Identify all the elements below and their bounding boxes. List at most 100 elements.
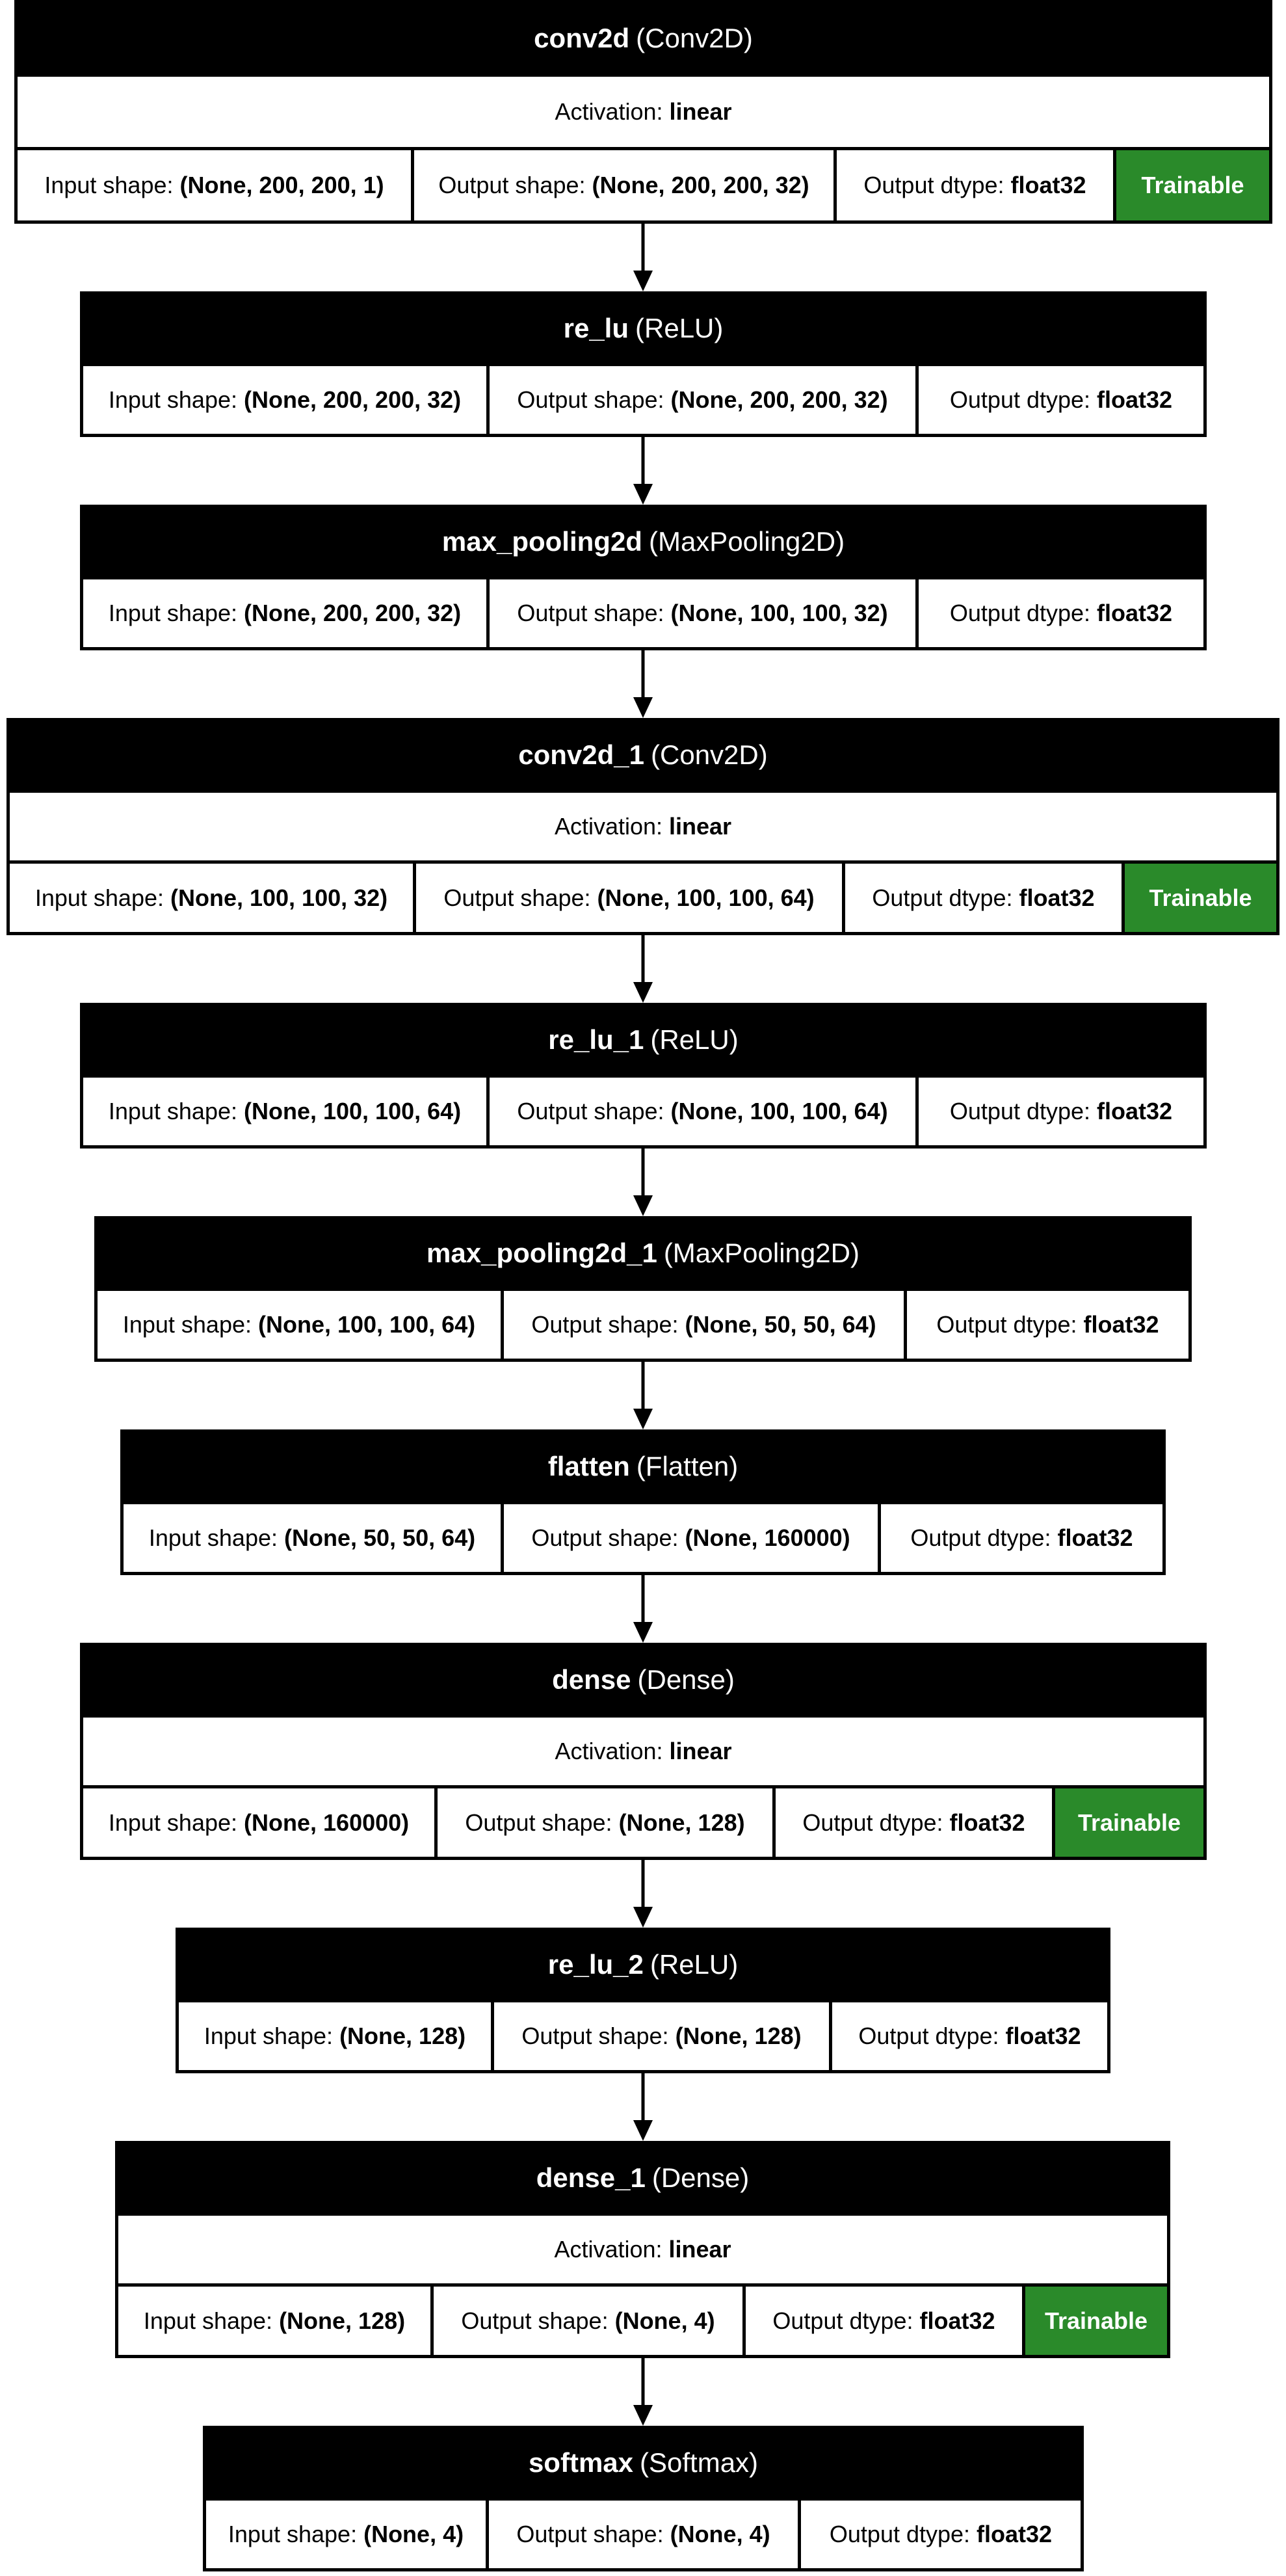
- layer-node-max-pooling2d-1[interactable]: max_pooling2d_1(MaxPooling2D)Input shape…: [94, 1216, 1192, 1362]
- layer-header: dense(Dense): [83, 1646, 1203, 1714]
- activation-label: Activation:: [555, 98, 663, 125]
- output-dtype-cell-label: Output dtype:: [949, 1097, 1091, 1124]
- output-dtype-cell-label: Output dtype:: [863, 172, 1004, 198]
- output-shape-cell-label: Output shape:: [521, 2022, 669, 2049]
- shape-row: Input shape:(None, 200, 200, 32)Output s…: [83, 576, 1203, 647]
- input-shape-cell-value: (None, 128): [279, 2307, 406, 2334]
- output-shape-cell: Output shape:(None, 128): [494, 2002, 832, 2070]
- activation-label: Activation:: [554, 2235, 663, 2263]
- input-shape-cell-label: Input shape:: [34, 884, 164, 911]
- output-shape-cell-label: Output shape:: [516, 2520, 664, 2547]
- input-shape-cell-label: Input shape:: [228, 2520, 358, 2547]
- output-dtype-cell-label: Output dtype:: [936, 1310, 1077, 1338]
- layer-header: max_pooling2d(MaxPooling2D): [83, 508, 1203, 576]
- output-dtype-cell-value: float32: [1097, 599, 1173, 626]
- layer-header: max_pooling2d_1(MaxPooling2D): [98, 1219, 1188, 1288]
- output-shape-cell-value: (None, 128): [618, 1809, 745, 1836]
- input-shape-cell-value: (None, 200, 200, 32): [244, 386, 462, 413]
- layer-node-re-lu-2[interactable]: re_lu_2(ReLU)Input shape:(None, 128)Outp…: [176, 1928, 1110, 2073]
- shape-row: Input shape:(None, 128)Output shape:(Non…: [179, 1998, 1107, 2070]
- arrow-head: [633, 1907, 653, 1928]
- output-dtype-cell-value: float32: [1019, 884, 1095, 911]
- output-shape-cell-label: Output shape:: [531, 1524, 679, 1551]
- layer-node-max-pooling2d[interactable]: max_pooling2d(MaxPooling2D)Input shape:(…: [80, 505, 1207, 650]
- input-shape-cell-label: Input shape:: [143, 2307, 273, 2334]
- layer-header: re_lu_2(ReLU): [179, 1931, 1107, 1999]
- layer-header: dense_1(Dense): [118, 2144, 1167, 2212]
- output-dtype-cell-label: Output dtype:: [949, 599, 1091, 626]
- shape-row: Input shape:(None, 4)Output shape:(None,…: [206, 2497, 1081, 2568]
- trainable-badge: Trainable: [1125, 864, 1276, 932]
- shape-row: Input shape:(None, 100, 100, 32) Output s…: [10, 860, 1276, 932]
- layer-type: (ReLU): [650, 1949, 739, 1980]
- layer-node-re-lu-1[interactable]: re_lu_1(ReLU)Input shape:(None, 100, 100…: [80, 1003, 1207, 1149]
- input-shape-cell: Input shape:(None, 160000): [83, 1788, 438, 1857]
- output-shape-cell: Output shape:(None, 100, 100, 64): [490, 1077, 919, 1145]
- activation-row: Activation:linear: [83, 1714, 1203, 1786]
- output-shape-cell: Output shape:(None, 200, 200, 32): [414, 150, 837, 220]
- output-dtype-cell-label: Output dtype:: [829, 2520, 971, 2547]
- output-dtype-cell-value: float32: [1097, 386, 1173, 413]
- layer-name: max_pooling2d: [441, 526, 642, 557]
- activation-row: Activation:linear: [10, 789, 1276, 861]
- output-dtype-cell: Output dtype:float32: [919, 1077, 1203, 1145]
- layer-node-re-lu[interactable]: re_lu(ReLU)Input shape:(None, 200, 200, …: [80, 291, 1207, 437]
- input-shape-cell: Input shape:(None, 50, 50, 64): [124, 1504, 504, 1572]
- output-dtype-cell-label: Output dtype:: [872, 884, 1013, 911]
- layer-type: (ReLU): [650, 1024, 739, 1056]
- activation-row: Activation:linear: [18, 73, 1269, 147]
- input-shape-cell-label: Input shape:: [44, 172, 174, 198]
- layer-type: (Conv2D): [651, 739, 768, 771]
- input-shape-cell-label: Input shape:: [122, 1310, 252, 1338]
- output-dtype-cell-value: float32: [1097, 1097, 1173, 1124]
- layer-header: re_lu(ReLU): [83, 295, 1203, 363]
- input-shape-cell: Input shape:(None, 200, 200, 32): [83, 579, 490, 647]
- layer-node-flatten[interactable]: flatten(Flatten)Input shape:(None, 50, 5…: [120, 1429, 1166, 1575]
- layer-header: conv2d_1(Conv2D): [10, 721, 1276, 790]
- layer-node-softmax[interactable]: softmax(Softmax)Input shape:(None, 4)Out…: [203, 2426, 1084, 2571]
- output-dtype-cell-value: float32: [949, 1809, 1025, 1836]
- shape-row: Input shape:(None, 50, 50, 64) Output sha…: [124, 1500, 1162, 1572]
- output-dtype-cell: Output dtype:float32: [746, 2287, 1025, 2355]
- layer-type: (Conv2D): [636, 23, 753, 53]
- input-shape-cell: Input shape:(None, 100, 100, 64): [98, 1290, 504, 1359]
- output-dtype-cell-value: float32: [977, 2520, 1053, 2547]
- output-shape-cell: Output shape:(None, 128): [438, 1788, 776, 1857]
- output-shape-cell-value: (None, 4): [670, 2520, 770, 2547]
- arrow-head: [633, 2120, 653, 2141]
- input-shape-cell-value: (None, 200, 200, 32): [244, 599, 462, 626]
- layer-type: (Dense): [651, 2162, 750, 2194]
- output-shape-cell-value: (None, 50, 50, 64): [685, 1310, 876, 1338]
- output-dtype-cell: Output dtype:float32: [907, 1290, 1188, 1359]
- shape-row: Input shape:(None, 100, 100, 64)Output s…: [83, 1074, 1203, 1145]
- activation-row: Activation:linear: [118, 2212, 1167, 2284]
- layer-header: softmax(Softmax): [206, 2429, 1081, 2497]
- output-shape-cell: Output shape:(None, 200, 200, 32): [490, 365, 919, 434]
- shape-row: Input shape:(None, 100, 100, 64)Output s…: [98, 1287, 1188, 1359]
- output-shape-cell-label: Output shape:: [461, 2307, 609, 2334]
- shape-row: Input shape:(None, 128) Output shape: (Non…: [118, 2283, 1167, 2355]
- output-shape-cell-label: Output shape:: [517, 1097, 664, 1124]
- layer-type: (ReLU): [635, 313, 724, 344]
- arrow-head: [633, 484, 653, 505]
- output-dtype-cell: Output dtype:float32: [837, 150, 1116, 220]
- input-shape-cell: Input shape:(None, 128): [118, 2287, 434, 2355]
- output-shape-cell-label: Output shape:: [443, 884, 591, 911]
- trainable-badge: Trainable: [1025, 2287, 1167, 2355]
- trainable-badge: Trainable: [1116, 150, 1269, 220]
- shape-row: Input shape:(None, 200, 200, 32)Output s…: [83, 362, 1203, 434]
- output-dtype-cell-value: float32: [1057, 1524, 1133, 1551]
- input-shape-cell-value: (None, 100, 100, 32): [170, 884, 388, 911]
- layer-name: re_lu_2: [547, 1949, 644, 1980]
- input-shape-cell-label: Input shape:: [203, 2022, 334, 2049]
- layer-type: (Dense): [637, 1664, 735, 1695]
- layer-type: (MaxPooling2D): [663, 1238, 860, 1269]
- output-dtype-cell-label: Output dtype:: [858, 2022, 999, 2049]
- layer-type: (Softmax): [640, 2447, 759, 2478]
- input-shape-cell: Input shape:(None, 128): [179, 2002, 494, 2070]
- input-shape-cell-value: (None, 128): [339, 2022, 466, 2049]
